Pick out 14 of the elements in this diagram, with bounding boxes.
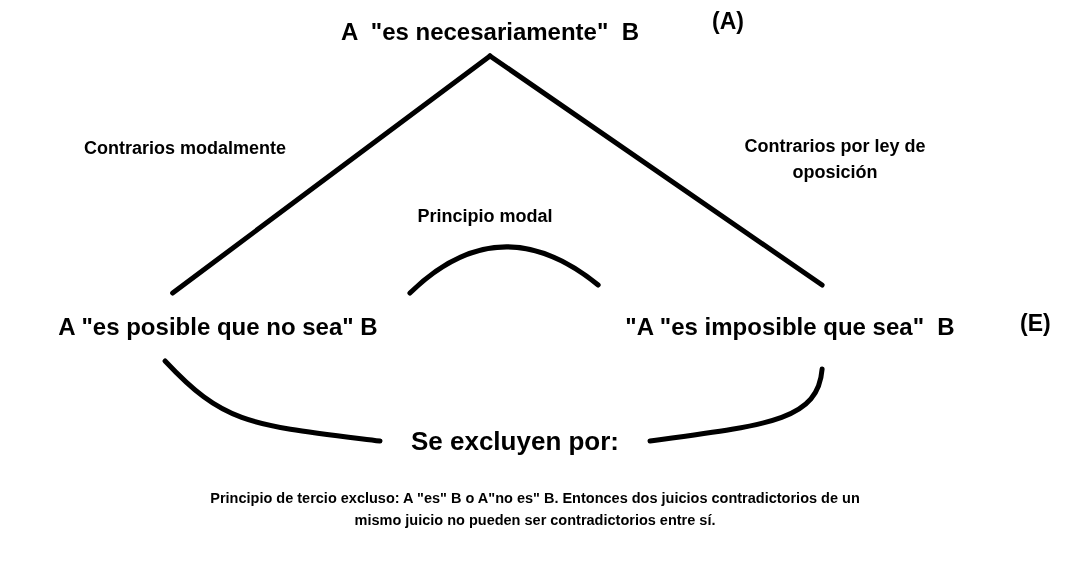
edge-label: Contrarios por ley de oposición — [743, 135, 927, 185]
connector-line — [162, 358, 383, 444]
connector-line — [407, 244, 601, 296]
edge-label: Principio modal — [416, 205, 554, 228]
note-text: Principio de tercio excluso: A "es" B o A"no es" B. Entonces dos juicios contradictorios de un mismo juicio no pueden ser contradictorios entre sí. — [209, 489, 861, 530]
connector-line — [487, 53, 825, 288]
node-tag: (A) — [712, 8, 744, 35]
connector-line — [647, 366, 825, 444]
node-text: "A "es imposible que sea" B — [625, 313, 955, 341]
node-text: Se excluyen por: — [410, 425, 620, 457]
node-text: A "es posible que no sea" B — [58, 313, 378, 341]
node-text: A "es necesariamente" B — [341, 18, 639, 46]
edge-label: Contrarios modalmente — [82, 137, 287, 160]
node-tag: (E) — [1020, 310, 1051, 337]
